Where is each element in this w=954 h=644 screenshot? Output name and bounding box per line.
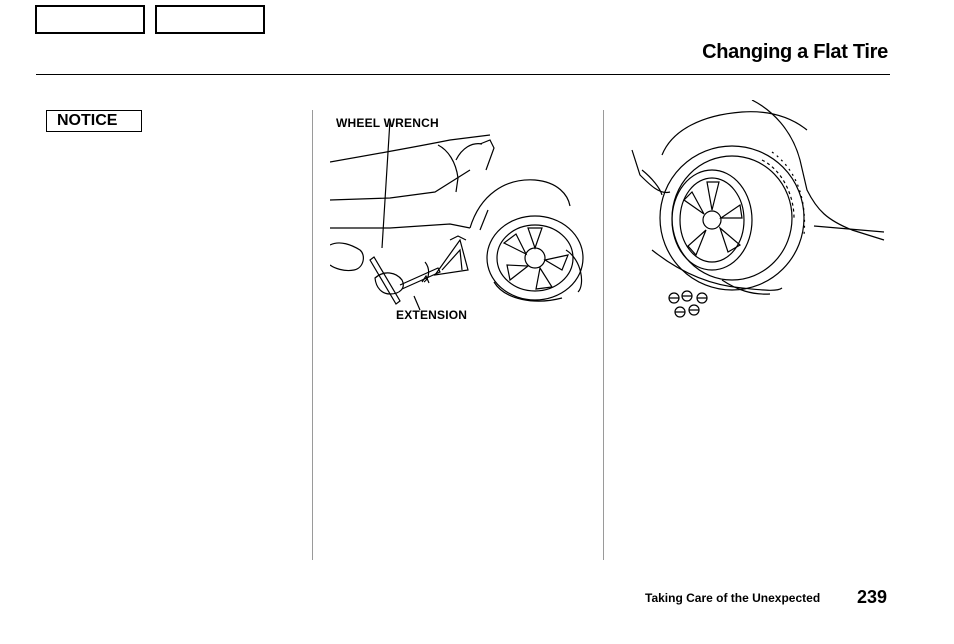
page-title: Changing a Flat Tire [702, 41, 888, 63]
nav-button-contents[interactable] [35, 5, 145, 34]
callout-extension: EXTENSION [396, 308, 468, 322]
nav-button-index[interactable] [155, 5, 265, 34]
footer-section-title: Taking Care of the Unexpected [645, 591, 821, 605]
wheel-removal-drawing [631, 99, 885, 318]
column-divider-left [312, 110, 313, 560]
title-divider [36, 74, 890, 75]
wheel-removal-illustration [622, 99, 892, 328]
jack-wrench-illustration [329, 110, 596, 328]
jack-wrench-drawing [329, 119, 584, 311]
page-number: 239 [857, 587, 888, 607]
notice-label: NOTICE [46, 110, 142, 132]
callout-wheel-wrench: WHEEL WRENCH [336, 116, 439, 130]
column-divider-right [603, 110, 604, 560]
